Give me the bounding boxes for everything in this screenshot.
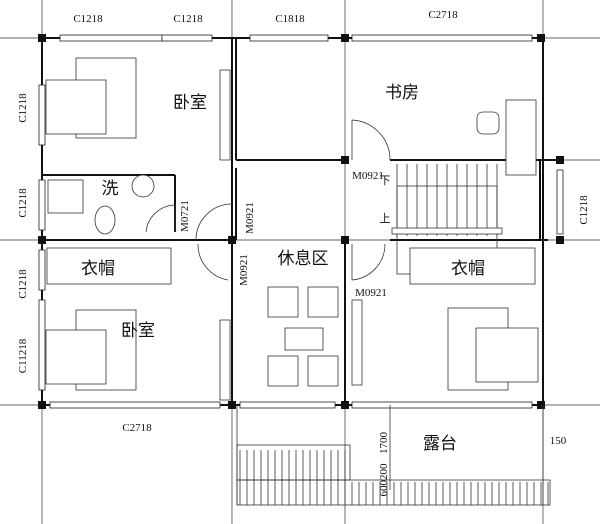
window-label: C2718 [122, 422, 152, 434]
room-label-study: 书房 [385, 83, 419, 103]
stair-down-label: 下 [380, 175, 391, 187]
walls [41, 37, 560, 406]
bed-icon [475, 327, 539, 383]
room-label-closet-right: 衣帽 [451, 259, 485, 279]
window-label: C1218 [17, 269, 29, 299]
window-label: C1218 [73, 13, 103, 25]
toilet-icon [94, 205, 116, 235]
tv-cabinet-icon [351, 299, 363, 386]
terrace [236, 405, 551, 506]
room-label-bathroom: 洗 [102, 179, 119, 199]
armchair-icon [307, 355, 339, 387]
sink-icon [131, 174, 155, 198]
window-label: C1218 [17, 188, 29, 218]
room-label-terrace: 露台 [423, 434, 457, 454]
bed-icon [45, 79, 107, 135]
desk-icon [505, 99, 537, 176]
door-label: M0921 [244, 202, 256, 234]
dimension-label: 150 [550, 435, 567, 447]
armchair-icon [267, 355, 299, 387]
bed-icon [45, 329, 107, 385]
door-label: M0721 [179, 200, 191, 232]
tea-table-icon [284, 327, 324, 351]
window-label: C1218 [578, 195, 590, 225]
chair-icon [476, 111, 500, 135]
window-label: C2718 [428, 9, 458, 21]
room-label-bedroom-bottom: 卧室 [121, 321, 155, 341]
door-label: M0921 [352, 170, 384, 182]
furniture [45, 57, 539, 401]
dimension-label: 600200 [378, 463, 390, 497]
tv-cabinet-icon [219, 319, 231, 401]
tv-cabinet-icon [219, 69, 231, 161]
door-label: M0921 [238, 254, 250, 286]
doors [145, 119, 391, 281]
armchair-icon [267, 286, 299, 318]
stair-up-label: 上 [380, 212, 391, 225]
wardrobe-icon [409, 247, 536, 285]
window-label: C11218 [17, 338, 29, 373]
room-label-bedroom-top: 卧室 [173, 93, 207, 113]
dimension-label: 1700 [378, 432, 390, 455]
room-label-closet-left: 衣帽 [81, 259, 115, 279]
room-label-lounge: 休息区 [278, 249, 329, 269]
window-label: C1218 [17, 93, 29, 123]
windows [38, 34, 564, 409]
columns [38, 34, 564, 409]
armchair-icon [307, 286, 339, 318]
window-label: C1818 [275, 13, 305, 25]
shower-icon [47, 179, 84, 214]
wardrobe-icon [46, 247, 172, 285]
window-label: C1218 [173, 13, 203, 25]
door-label: M0921 [355, 287, 387, 299]
